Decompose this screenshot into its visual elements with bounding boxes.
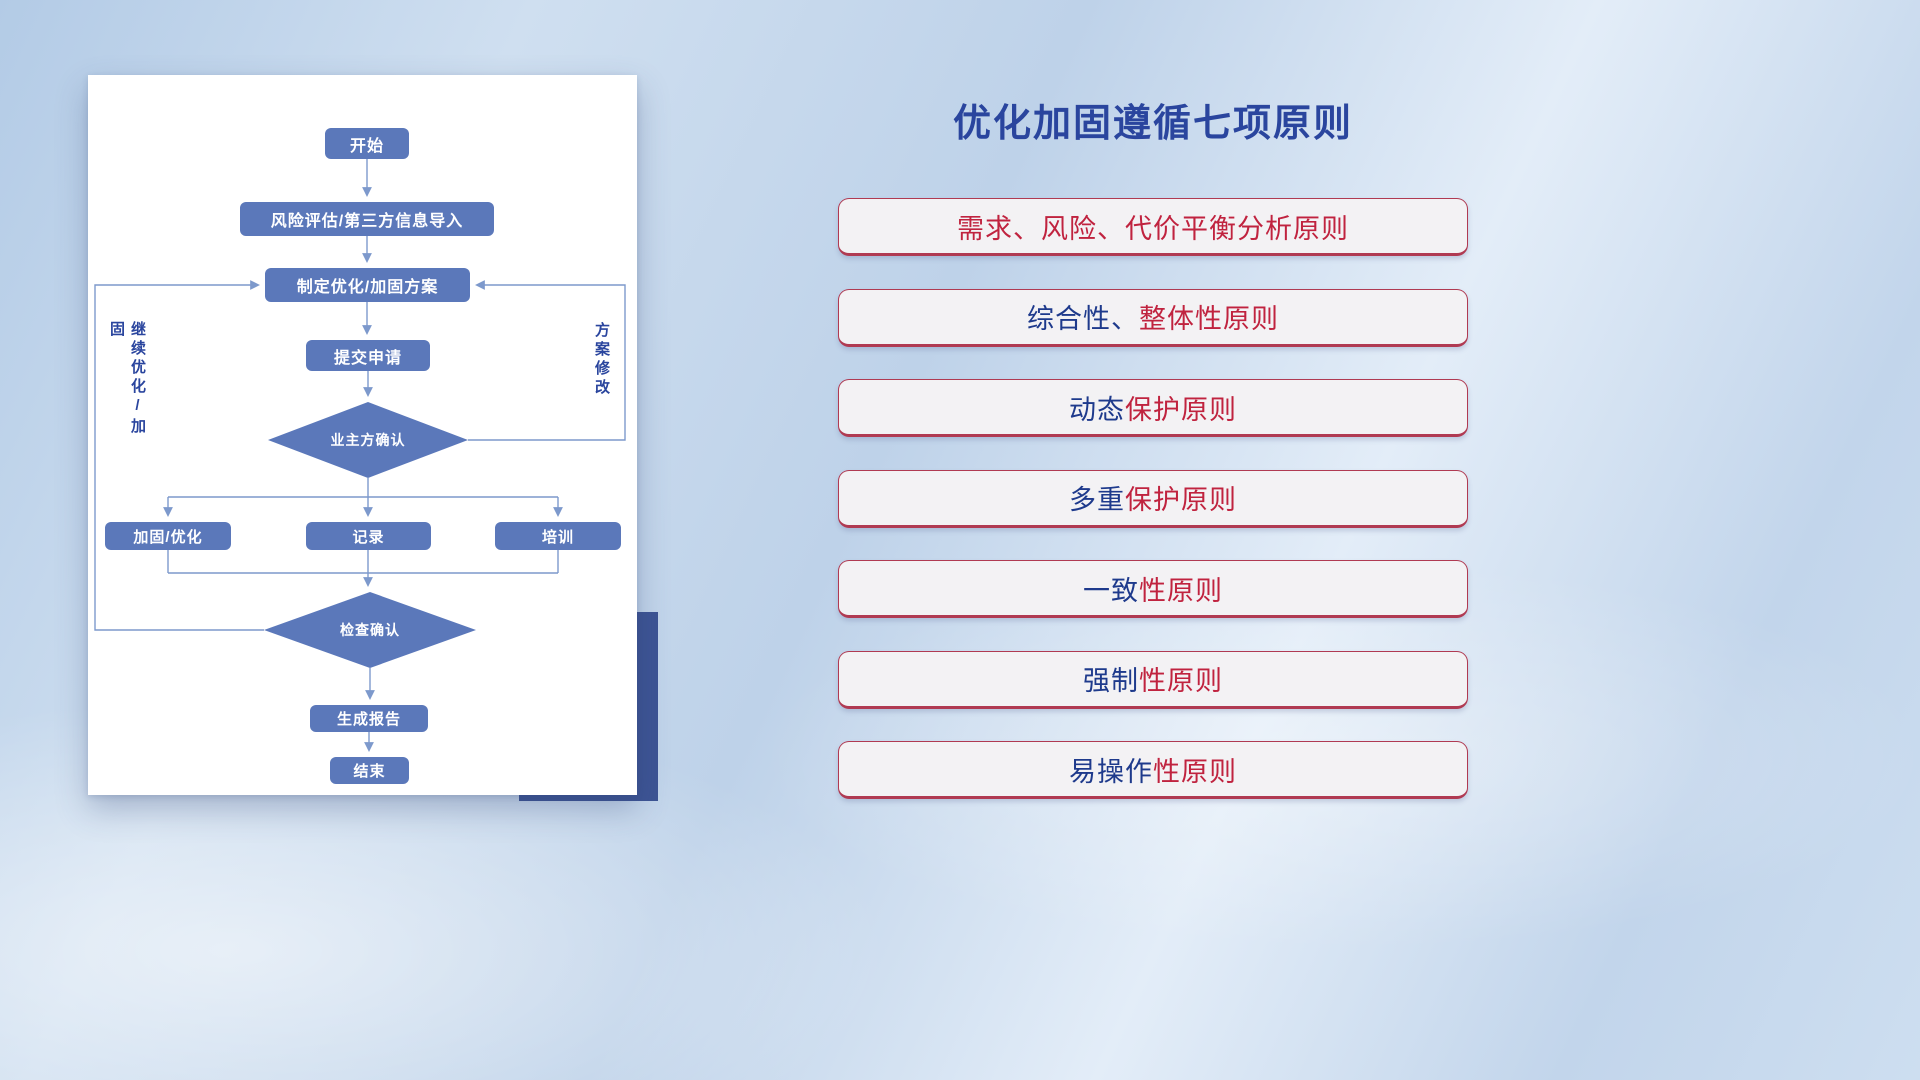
principle-text-segment: 性原则 [1139, 575, 1223, 606]
principle-text-segment: 强制 [1083, 666, 1139, 696]
flowchart-card: 开始 风险评估/第三方信息导入 制定优化/加固方案 提交申请 业主方确认 加固/… [88, 75, 637, 795]
principle-box: 综合性、整体性原则 [838, 288, 1468, 347]
principle-box: 易操作性原则 [838, 741, 1468, 799]
principle-text-segment: 易操作 [1069, 756, 1153, 787]
edge-label-plan-modify: 方案修改 [593, 322, 610, 398]
principle-text-segment: 性原则 [1139, 666, 1223, 696]
flow-node-report: 生成报告 [310, 705, 428, 732]
principle-text-segment: 性原则 [1153, 756, 1237, 787]
flow-node-record: 记录 [306, 522, 431, 550]
principle-text-segment: 保护原则 [1125, 394, 1237, 425]
principles-list: 需求、风险、代价平衡分析原则综合性、整体性原则动态保护原则多重保护原则一致性原则… [838, 198, 1468, 799]
flow-node-make-plan: 制定优化/加固方案 [265, 268, 470, 302]
principle-box: 多重保护原则 [838, 469, 1468, 528]
flow-node-end: 结束 [330, 757, 409, 784]
principle-text-segment: 整体性原则 [1139, 304, 1279, 334]
principle-box: 一致性原则 [838, 560, 1468, 618]
principle-text-segment: 多重 [1069, 485, 1125, 515]
principle-text-segment: 保护原则 [1125, 485, 1237, 515]
principle-box: 强制性原则 [838, 650, 1468, 709]
principle-text-segment: 一致 [1083, 575, 1139, 606]
flowchart-connectors [94, 159, 626, 752]
principle-text-segment: 综合性、 [1027, 304, 1139, 334]
principle-box: 动态保护原则 [838, 379, 1468, 437]
page-title: 优化加固遵循七项原则 [952, 103, 1353, 145]
flow-node-start: 开始 [325, 128, 409, 159]
flow-node-risk-import: 风险评估/第三方信息导入 [240, 202, 494, 236]
flow-node-submit: 提交申请 [306, 340, 430, 371]
edge-label-continue-optimize: 继续优化/加固 [108, 321, 146, 437]
principle-text-segment: 需求、风险、代价平衡分析原则 [957, 213, 1349, 244]
principle-box: 需求、风险、代价平衡分析原则 [838, 198, 1468, 256]
principle-text-segment: 动态 [1069, 394, 1125, 425]
flow-node-reinforce: 加固/优化 [105, 522, 231, 550]
flow-node-train: 培训 [495, 522, 621, 550]
